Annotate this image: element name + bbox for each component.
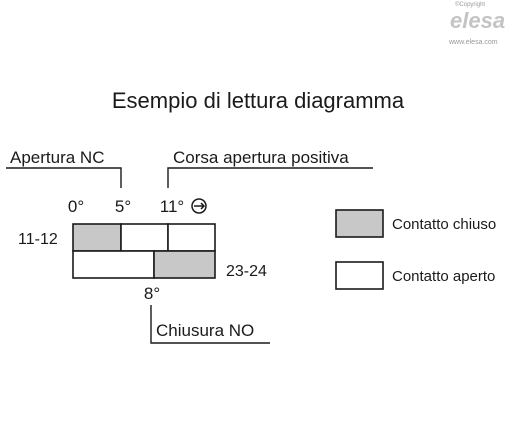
contact-label-11-12: 11-12 (18, 231, 58, 248)
leader-apertura-nc (6, 167, 122, 188)
watermark-url: www.elesa.com (448, 39, 498, 46)
positive-opening-symbol-icon (191, 198, 207, 214)
leader-chiusura-no (150, 305, 270, 344)
row1-cell-open-1 (120, 223, 169, 252)
legend-swatch-closed (335, 209, 384, 238)
contact-row-23-24 (72, 250, 216, 279)
elesa-logo: elesa (450, 8, 505, 33)
row2-cell-closed (153, 250, 216, 279)
row1-cell-closed (72, 223, 122, 252)
label-corsa-apertura-positiva: Corsa apertura positiva (173, 148, 349, 167)
row1-cell-open-2 (167, 223, 216, 252)
row2-cell-open (72, 250, 155, 279)
legend-swatch-open (335, 261, 384, 290)
elesa-watermark: ©Copyright elesa www.elesa.com (448, 1, 505, 46)
angle-5-label: 5° (115, 197, 131, 216)
label-chiusura-no: Chiusura NO (156, 321, 254, 340)
contact-row-11-12 (72, 223, 216, 252)
legend-label-open: Contatto aperto (392, 268, 495, 285)
angle-0-label: 0° (68, 197, 84, 216)
diagram-title: Esempio di lettura diagramma (112, 88, 405, 113)
angle-11-label: 11° (160, 197, 184, 216)
angle-8-label: 8° (144, 284, 160, 303)
label-apertura-nc: Apertura NC (10, 148, 104, 167)
leader-corsa-apertura-positiva (167, 167, 373, 188)
legend-label-closed: Contatto chiuso (392, 216, 496, 233)
watermark-copyright: ©Copyright (455, 1, 485, 8)
contact-label-23-24: 23-24 (226, 263, 267, 280)
legend: Contatto chiuso Contatto aperto (335, 209, 496, 290)
